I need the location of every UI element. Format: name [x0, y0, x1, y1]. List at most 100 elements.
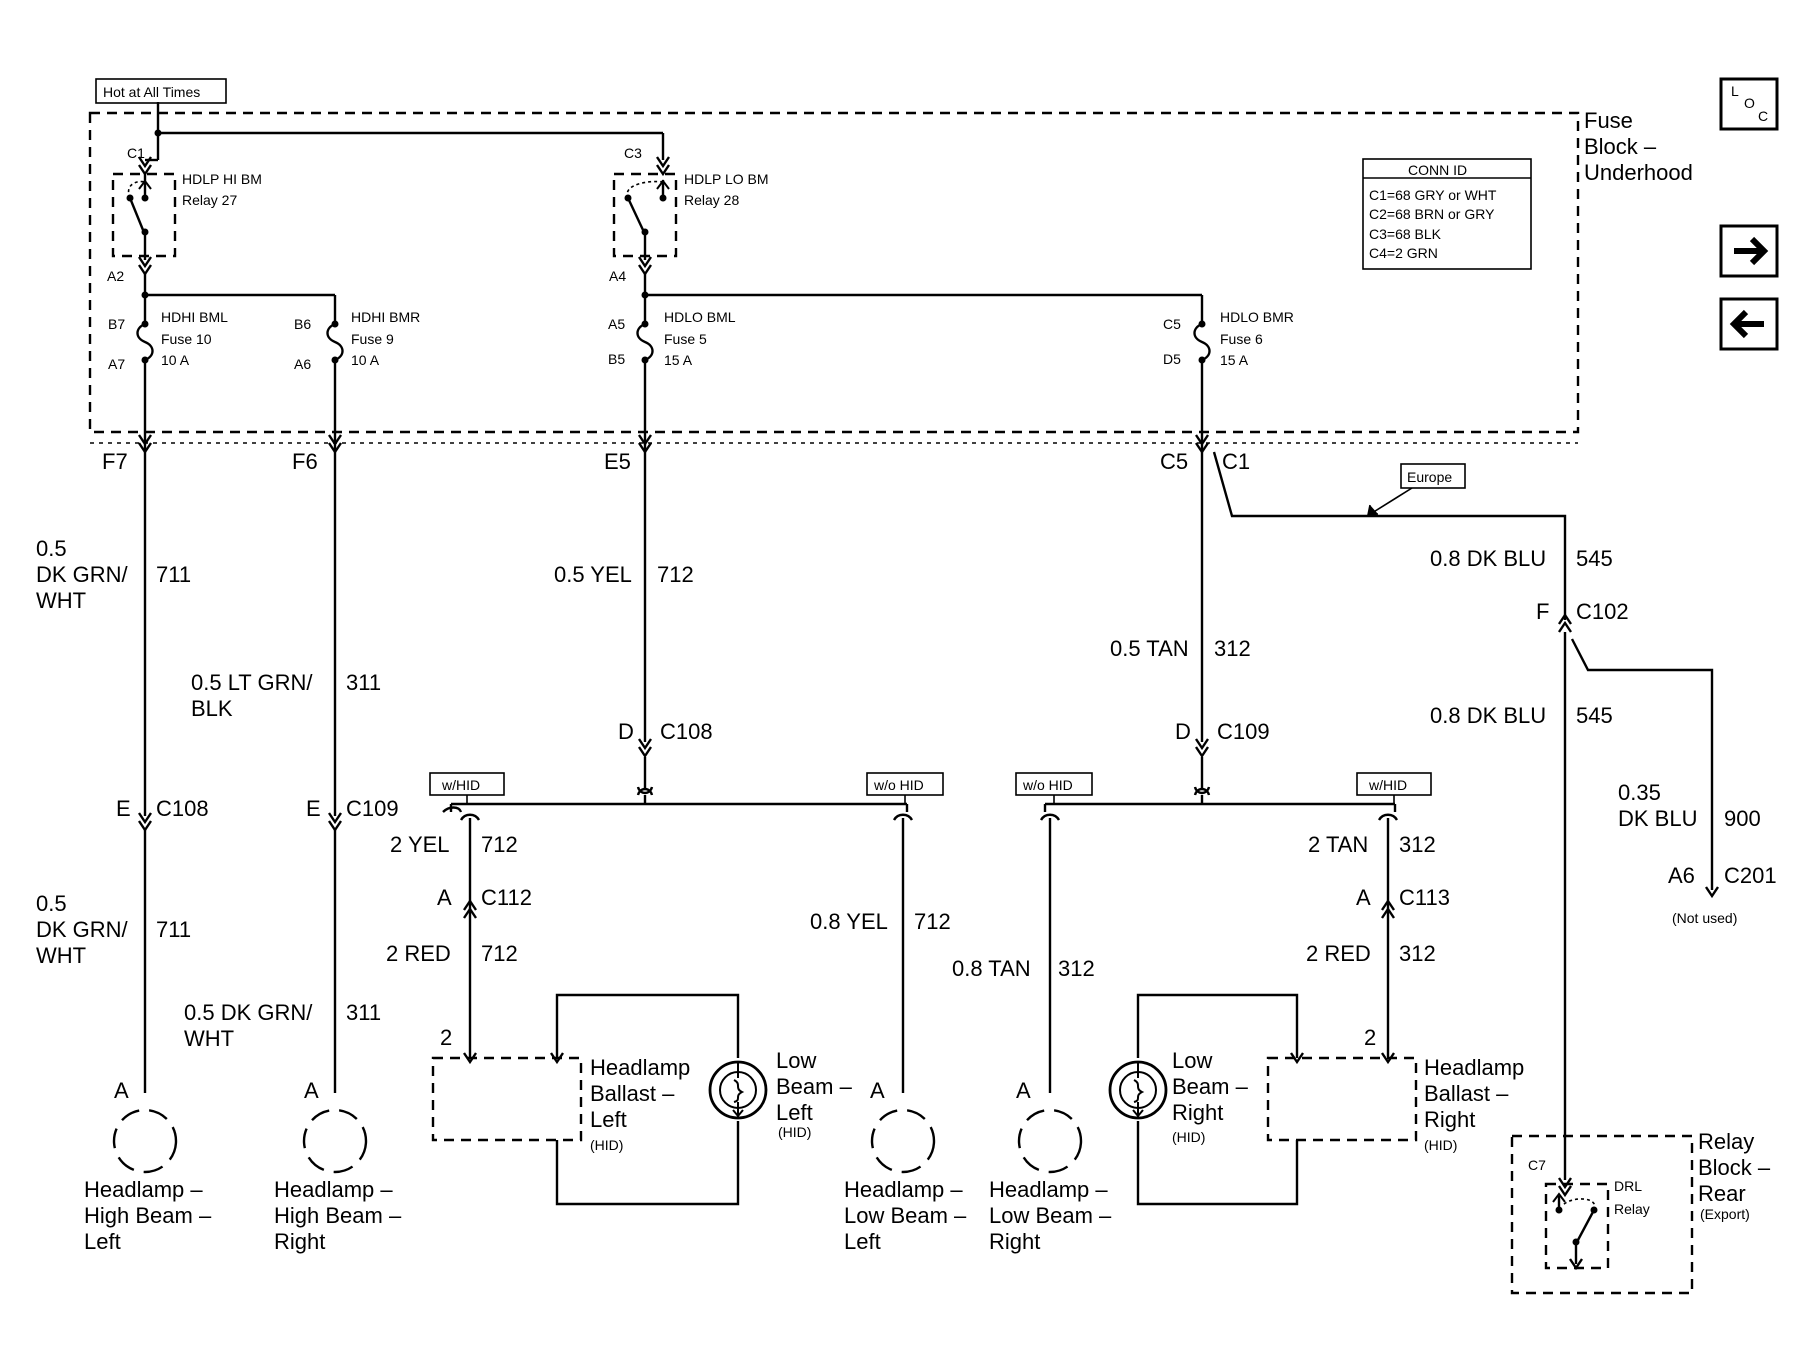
relay-hdlp-lo-bm: C3 HDLP LO BM Relay 28 A4 — [609, 145, 769, 284]
option-wo-hid-left: w/o HID — [866, 772, 944, 804]
wire-900-circuit: 900 — [1724, 806, 1761, 831]
wire-545b-circuit: 545 — [1576, 703, 1613, 728]
stub — [459, 813, 481, 821]
c102-pin: F — [1536, 599, 1549, 624]
svg-text:Europe: Europe — [1407, 469, 1452, 485]
svg-text:Relay: Relay — [1698, 1129, 1754, 1154]
fuse-block-title-2: Block – — [1584, 134, 1657, 159]
wire-900-label-2: DK BLU — [1618, 806, 1697, 831]
svg-text:Left: Left — [776, 1100, 813, 1125]
wire-312c-circuit: 312 — [1399, 832, 1436, 857]
svg-text:Beam –: Beam – — [1172, 1074, 1249, 1099]
wire-311a-label2: BLK — [191, 696, 233, 721]
svg-text:Fuse 10: Fuse 10 — [161, 331, 212, 347]
europe-callout: Europe — [1367, 463, 1466, 516]
svg-text:A: A — [870, 1078, 885, 1103]
wire-545-europe — [1212, 451, 1567, 620]
drl-relay: C7 DRL Relay Relay Block – Rear (Export) — [1510, 1129, 1771, 1295]
c201-pin: A6 — [1668, 863, 1695, 888]
svg-text:(HID): (HID) — [1424, 1137, 1457, 1153]
svg-text:C3: C3 — [624, 145, 642, 161]
wire-711a-color: DK GRN/ — [36, 562, 129, 587]
c113-label: C113 — [1399, 885, 1450, 910]
svg-text:A4: A4 — [609, 268, 626, 284]
svg-text:(HID): (HID) — [1172, 1129, 1205, 1145]
c108a-pin: D — [618, 719, 634, 744]
svg-text:L: L — [1731, 83, 1739, 99]
svg-text:Rear: Rear — [1698, 1181, 1746, 1206]
wire-312d-circuit: 312 — [1399, 941, 1436, 966]
svg-text:HDLO BML: HDLO BML — [664, 309, 736, 325]
svg-text:A: A — [1016, 1078, 1031, 1103]
svg-text:Fuse 6: Fuse 6 — [1220, 331, 1263, 347]
svg-text:HDLP LO BM: HDLP LO BM — [684, 171, 769, 187]
svg-text:Headlamp: Headlamp — [1424, 1055, 1524, 1080]
svg-text:HDLO BMR: HDLO BMR — [1220, 309, 1294, 325]
option-w-hid-right: w/HID — [1356, 772, 1432, 804]
wire-312a-label: 0.5 TAN — [1110, 636, 1189, 661]
wire-711b-gauge: 0.5 — [36, 891, 67, 916]
arrow-right-icon[interactable] — [1719, 224, 1779, 278]
wire-711b-color: DK GRN/ — [36, 917, 129, 942]
svg-text:w/o HID: w/o HID — [873, 777, 924, 793]
svg-text:w/HID: w/HID — [1368, 777, 1407, 793]
svg-text:High Beam –: High Beam – — [274, 1203, 402, 1228]
wire-312d-label: 2 RED — [1306, 941, 1371, 966]
conn-id-table: CONN ID C1=68 GRY or WHT C2=68 BRN or GR… — [1362, 158, 1532, 270]
headlamp-high-beam-right: A Headlamp – High Beam – Right — [274, 1078, 402, 1254]
svg-text:Fuse 9: Fuse 9 — [351, 331, 394, 347]
c109a-label: C109 — [1217, 719, 1270, 744]
svg-text:A2: A2 — [107, 268, 124, 284]
svg-text:Ballast –: Ballast – — [1424, 1081, 1509, 1106]
wire-312c-label: 2 TAN — [1308, 832, 1368, 857]
svg-text:B5: B5 — [608, 351, 625, 367]
wire-545a-label: 0.8 DK BLU — [1430, 546, 1546, 571]
wire-311b-label: 0.5 DK GRN/ — [184, 1000, 313, 1025]
svg-text:Headlamp: Headlamp — [590, 1055, 690, 1080]
conn-id-line: C1=68 GRY or WHT — [1369, 187, 1497, 203]
relay-hdlp-hi-bm: C1 HDLP HI BM Relay 27 A2 — [107, 145, 262, 284]
svg-text:10 A: 10 A — [161, 352, 190, 368]
svg-text:Low Beam –: Low Beam – — [844, 1203, 967, 1228]
wire-711b-circuit: 711 — [156, 917, 191, 942]
loc-icon[interactable]: L O C — [1719, 77, 1779, 131]
pin-f6: F6 — [292, 449, 318, 474]
pin-e5: E5 — [604, 449, 631, 474]
svg-text:C1: C1 — [127, 145, 145, 161]
svg-text:Relay: Relay — [1614, 1201, 1650, 1217]
conn-id-line: C4=2 GRN — [1369, 245, 1438, 261]
wire-712a-circuit: 712 — [657, 562, 694, 587]
svg-text:Headlamp –: Headlamp – — [84, 1177, 203, 1202]
c109a-pin: D — [1175, 719, 1191, 744]
svg-text:C: C — [1758, 108, 1768, 124]
wire-900-label-1: 0.35 — [1618, 780, 1661, 805]
fuse-block-title-3: Underhood — [1584, 160, 1693, 185]
svg-text:Block –: Block – — [1698, 1155, 1771, 1180]
svg-text:2: 2 — [440, 1025, 452, 1050]
fuse-hdhi-bmr: B6 A6 HDHI BMR Fuse 9 10 A — [294, 309, 420, 372]
svg-text:Low: Low — [1172, 1048, 1212, 1073]
stub — [442, 806, 463, 813]
headlamp-high-beam-left: A Headlamp – High Beam – Left — [84, 1078, 212, 1254]
wire-712d-label: 0.8 YEL — [810, 909, 888, 934]
headlamp-low-beam-right: A Headlamp – Low Beam – Right — [989, 1078, 1112, 1254]
wire-712c-circuit: 712 — [481, 941, 518, 966]
svg-text:15 A: 15 A — [664, 352, 693, 368]
wire-712c-label: 2 RED — [386, 941, 451, 966]
fuse-block-outline — [88, 111, 1580, 434]
svg-text:High Beam –: High Beam – — [84, 1203, 212, 1228]
svg-text:A6: A6 — [294, 356, 311, 372]
headlamp-low-beam-left: A Headlamp – Low Beam – Left — [844, 1078, 967, 1254]
svg-text:O: O — [1744, 95, 1755, 111]
wire-545b-label: 0.8 DK BLU — [1430, 703, 1546, 728]
svg-text:B7: B7 — [108, 316, 125, 332]
svg-text:A: A — [114, 1078, 129, 1103]
svg-text:HDHI BML: HDHI BML — [161, 309, 228, 325]
wire-312b-label: 0.8 TAN — [952, 956, 1031, 981]
arrow-left-icon[interactable] — [1719, 297, 1779, 351]
svg-text:Headlamp –: Headlamp – — [989, 1177, 1108, 1202]
pin-f7: F7 — [102, 449, 128, 474]
svg-text:HDHI BMR: HDHI BMR — [351, 309, 420, 325]
svg-text:(Export): (Export) — [1700, 1206, 1750, 1222]
